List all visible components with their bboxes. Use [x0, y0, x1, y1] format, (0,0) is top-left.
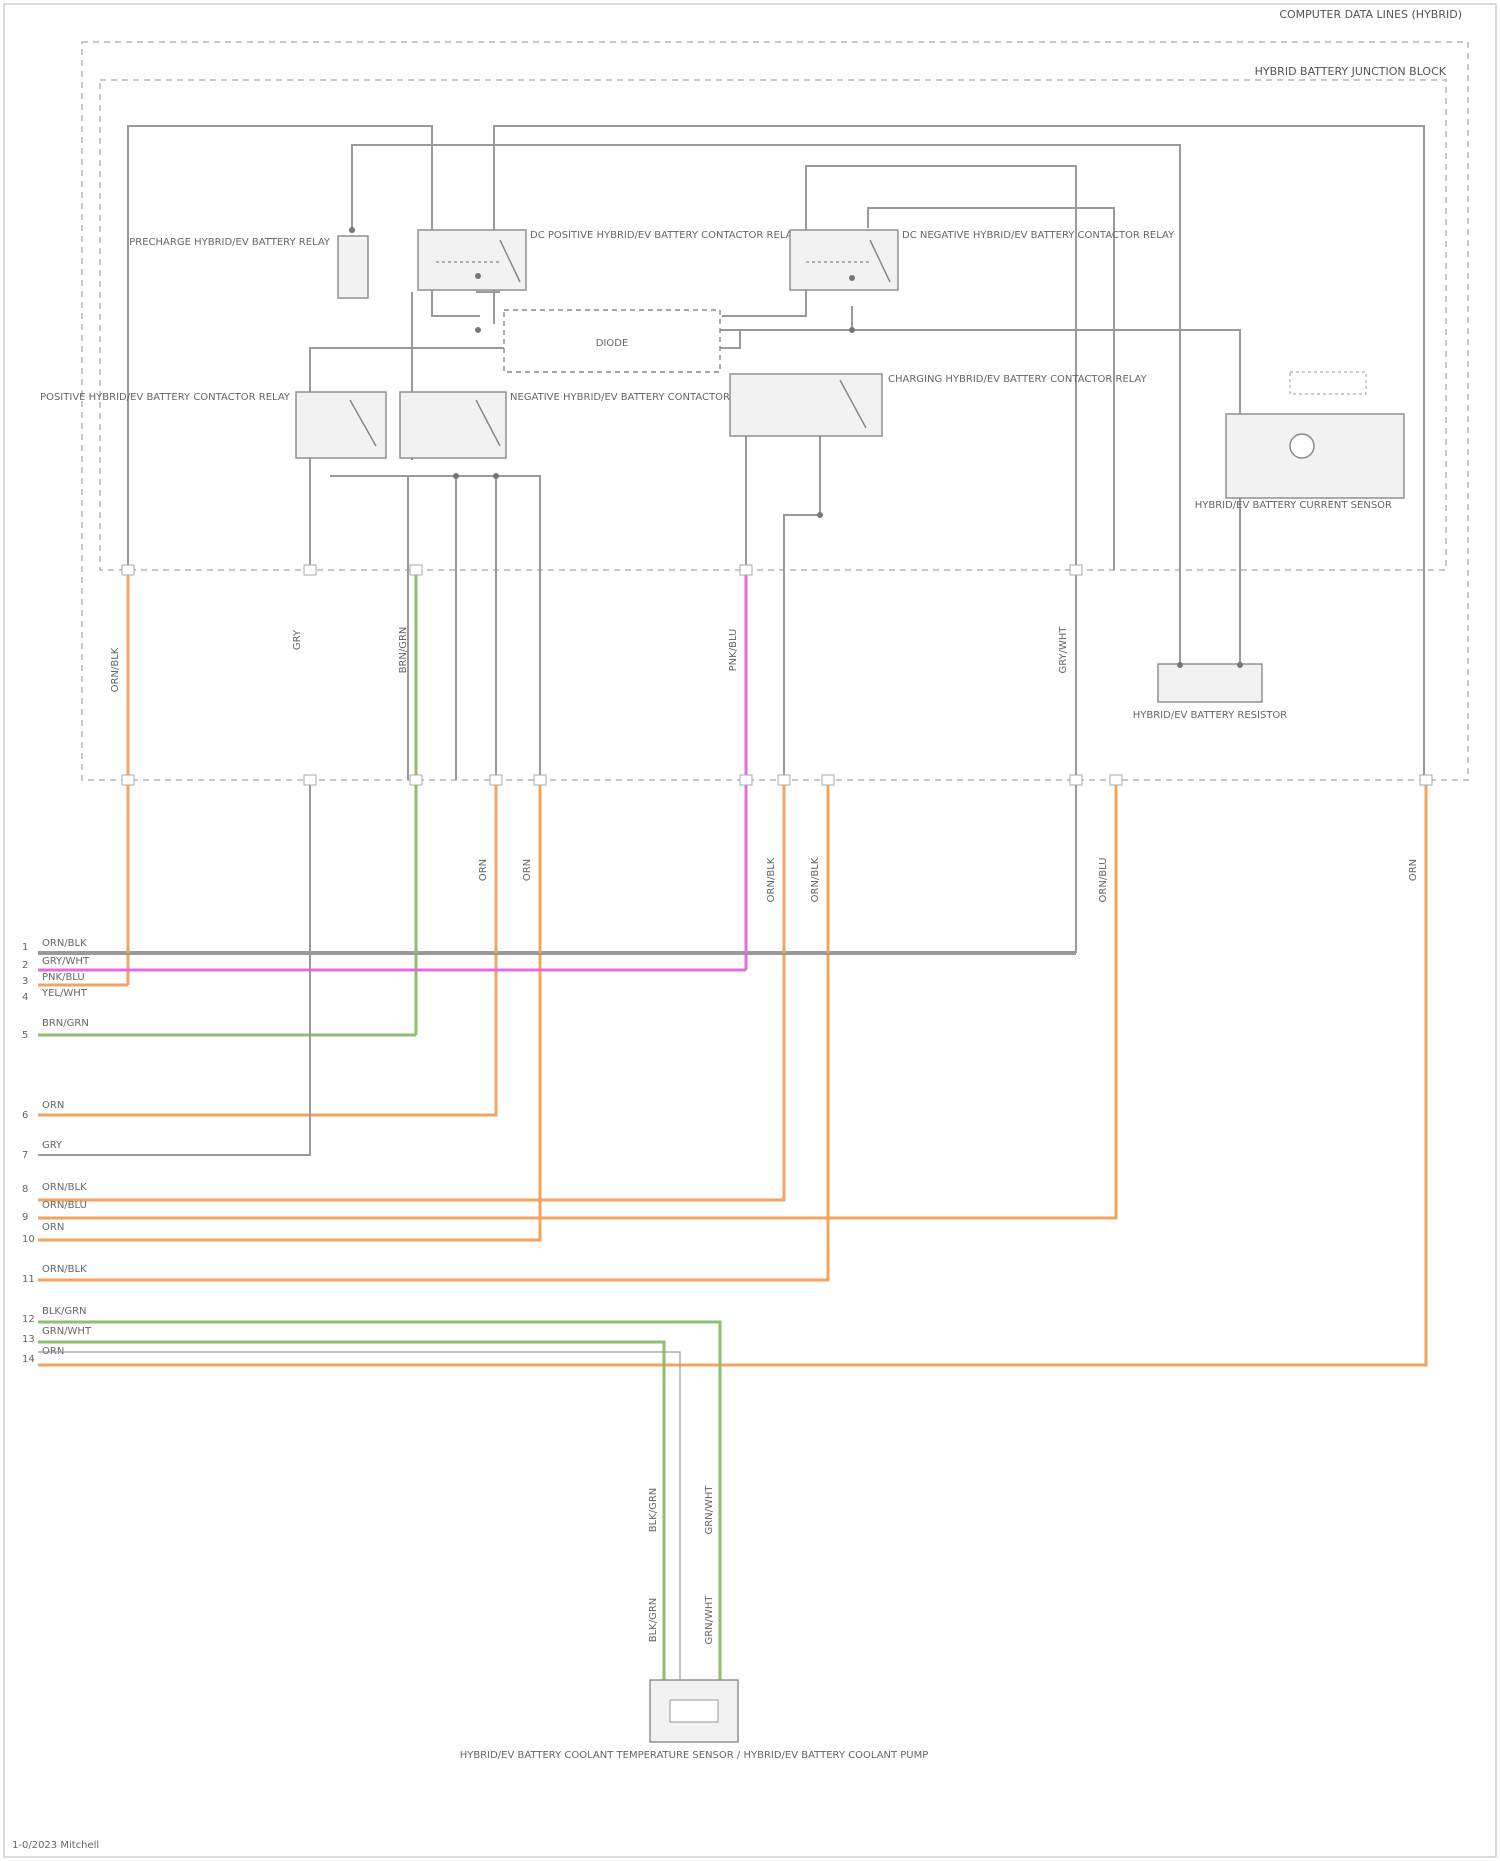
pin-color: ORN/BLK — [42, 1264, 87, 1275]
pin-color: GRY/WHT — [42, 956, 90, 967]
bottom-wires — [38, 1322, 720, 1682]
relay-label: PRECHARGE HYBRID/EV BATTERY RELAY — [129, 237, 331, 248]
junction-box-title: HYBRID BATTERY JUNCTION BLOCK — [1255, 65, 1447, 78]
relay-dc-negative: DC NEGATIVE HYBRID/EV BATTERY CONTACTOR … — [790, 230, 1175, 290]
wire-label: GRY — [292, 629, 303, 650]
relay-negative-main: NEGATIVE HYBRID/EV BATTERY CONTACTOR REL… — [400, 392, 765, 458]
pin-color: BLK/GRN — [42, 1306, 87, 1317]
resistor: HYBRID/EV BATTERY RESISTOR — [1133, 664, 1288, 721]
current-sensor: HYBRID/EV BATTERY CURRENT SENSOR — [1195, 372, 1404, 511]
wire-label: ORN/BLU — [1098, 858, 1109, 903]
pin-color: GRN/WHT — [42, 1326, 92, 1337]
bottom-wire-labels: BLK/GRN GRN/WHT BLK/GRN GRN/WHT — [648, 1485, 715, 1645]
wire-label: BRN/GRN — [398, 627, 409, 674]
page-border — [4, 4, 1496, 1857]
pin-number: 10 — [22, 1234, 35, 1245]
pin-number: 5 — [22, 1030, 28, 1041]
relay-label: POSITIVE HYBRID/EV BATTERY CONTACTOR REL… — [40, 392, 291, 403]
pin-number: 4 — [22, 992, 28, 1003]
internal-wiring — [38, 126, 1424, 952]
wire-label: GRY/WHT — [1058, 626, 1069, 674]
pin-color: ORN/BLU — [42, 1200, 87, 1211]
pin-color: ORN/BLK — [42, 1182, 87, 1193]
pin-color: ORN — [42, 1222, 64, 1233]
module-title: COMPUTER DATA LINES (HYBRID) — [1279, 8, 1462, 21]
wire-label: ORN — [478, 859, 489, 881]
current-sensor-label: HYBRID/EV BATTERY CURRENT SENSOR — [1195, 500, 1392, 511]
wire-label: ORN/BLK — [110, 647, 121, 692]
relay-label: NEGATIVE HYBRID/EV BATTERY CONTACTOR REL… — [510, 392, 765, 403]
wire-label: GRN/WHT — [704, 1485, 715, 1535]
pin-color: GRY — [42, 1140, 63, 1151]
pin-number: 12 — [22, 1314, 35, 1325]
relay-dc-positive: DC POSITIVE HYBRID/EV BATTERY CONTACTOR … — [418, 230, 799, 290]
wire-label: BLK/GRN — [648, 1488, 659, 1533]
wire-label: ORN/BLK — [766, 857, 777, 902]
relay-label: DC NEGATIVE HYBRID/EV BATTERY CONTACTOR … — [902, 230, 1175, 241]
pin-number: 9 — [22, 1212, 28, 1223]
pin-number: 2 — [22, 960, 28, 971]
wire-label: GRN/WHT — [704, 1595, 715, 1645]
pin-number: 11 — [22, 1274, 35, 1285]
pin-number: 7 — [22, 1150, 28, 1161]
pin-color: PNK/BLU — [42, 972, 85, 983]
pin-number: 3 — [22, 976, 28, 987]
wire-label: ORN — [1408, 859, 1419, 881]
footer-code: 1-0/2023 Mitchell — [12, 1840, 99, 1851]
pin-number: 14 — [22, 1354, 35, 1365]
wire-label: ORN/BLK — [810, 857, 821, 902]
coolant-sensor: HYBRID/EV BATTERY COOLANT TEMPERATURE SE… — [460, 1680, 929, 1761]
pin-list: 1 ORN/BLK 2 GRY/WHT 3 PNK/BLU 4 YEL/WHT … — [22, 938, 92, 1365]
relay-precharge: PRECHARGE HYBRID/EV BATTERY RELAY — [129, 236, 368, 298]
pin-number: 1 — [22, 942, 28, 953]
wire-label: PNK/BLU — [728, 629, 739, 672]
coolant-sensor-label: HYBRID/EV BATTERY COOLANT TEMPERATURE SE… — [460, 1750, 929, 1761]
pin-color: YEL/WHT — [41, 988, 88, 999]
relay-positive-main: POSITIVE HYBRID/EV BATTERY CONTACTOR REL… — [40, 392, 386, 458]
pin-color: BRN/GRN — [42, 1018, 89, 1029]
diode-label: DIODE — [596, 338, 629, 349]
pin-number: 13 — [22, 1334, 35, 1345]
pin-color: ORN/BLK — [42, 938, 87, 949]
wire-label: BLK/GRN — [648, 1598, 659, 1643]
relay-label: CHARGING HYBRID/EV BATTERY CONTACTOR REL… — [888, 374, 1148, 385]
pin-number: 6 — [22, 1110, 28, 1121]
diode-box: DIODE — [504, 310, 720, 372]
pin-number: 8 — [22, 1184, 28, 1195]
resistor-label: HYBRID/EV BATTERY RESISTOR — [1133, 710, 1288, 721]
relay-charging: CHARGING HYBRID/EV BATTERY CONTACTOR REL… — [730, 374, 1148, 436]
wire-label: ORN — [522, 859, 533, 881]
pin-color: ORN — [42, 1100, 64, 1111]
relay-label: DC POSITIVE HYBRID/EV BATTERY CONTACTOR … — [530, 230, 799, 241]
